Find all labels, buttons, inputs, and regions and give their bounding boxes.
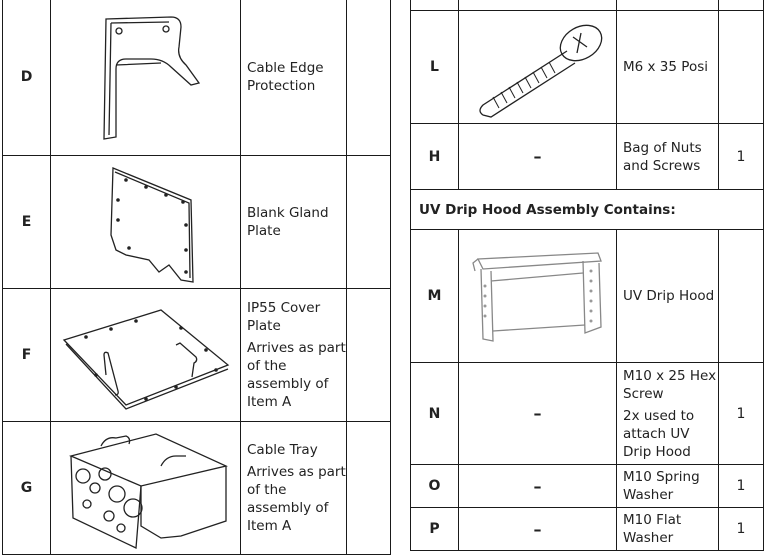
item-image bbox=[50, 155, 241, 289]
ip55-cover-plate-icon bbox=[62, 309, 229, 410]
parts-table-left: D Cable Edge Protection E bbox=[2, 0, 391, 555]
item-code: M bbox=[410, 229, 459, 363]
no-image-dash: – bbox=[458, 507, 617, 551]
table-row: F IP55 Cover Plate Arrives as part of th… bbox=[2, 288, 391, 422]
item-quantity bbox=[346, 288, 391, 422]
item-description: M10 Spring Washer bbox=[616, 464, 719, 508]
item-description: Blank Gland Plate bbox=[240, 155, 347, 289]
uv-drip-hood-icon bbox=[471, 252, 602, 342]
item-description: Cable Tray Arrives as part of the assemb… bbox=[240, 421, 347, 555]
item-description: IP55 Cover Plate Arrives as part of the … bbox=[240, 288, 347, 422]
item-code: H bbox=[410, 123, 459, 190]
item-quantity bbox=[346, 421, 391, 555]
item-image bbox=[50, 0, 241, 156]
item-quantity: 1 bbox=[718, 362, 764, 465]
item-description: M6 x 35 Posi bbox=[616, 10, 719, 124]
parts-table-right: L M6 x 35 Posi H – bbox=[410, 0, 764, 551]
cable-tray-icon bbox=[68, 432, 228, 549]
table-row: G Cable Tray Arrives as part of the asse… bbox=[2, 421, 391, 555]
no-image-dash: – bbox=[458, 464, 617, 508]
table-row: P – M10 Flat Washer 1 bbox=[410, 507, 764, 551]
item-description: M10 Flat Washer bbox=[616, 507, 719, 551]
section-header-row: UV Drip Hood Assembly Contains: bbox=[410, 189, 764, 230]
item-image bbox=[458, 10, 617, 124]
item-image bbox=[50, 288, 241, 422]
no-image-dash: – bbox=[458, 362, 617, 465]
table-row: D Cable Edge Protection bbox=[2, 0, 391, 156]
table-row: O – M10 Spring Washer 1 bbox=[410, 464, 764, 508]
item-description: Bag of Nuts and Screws bbox=[616, 123, 719, 190]
screw-icon bbox=[478, 24, 602, 118]
item-code: F bbox=[2, 288, 51, 422]
table-row: L M6 x 35 Posi bbox=[410, 10, 764, 124]
table-row: H – Bag of Nuts and Screws 1 bbox=[410, 123, 764, 190]
item-quantity: 1 bbox=[718, 123, 764, 190]
item-quantity bbox=[346, 0, 391, 156]
item-image bbox=[458, 229, 617, 363]
item-code: G bbox=[2, 421, 51, 555]
item-quantity bbox=[718, 229, 764, 363]
section-header: UV Drip Hood Assembly Contains: bbox=[410, 189, 764, 230]
item-description: Cable Edge Protection bbox=[240, 0, 347, 156]
blank-gland-plate-icon bbox=[109, 166, 194, 283]
item-code: E bbox=[2, 155, 51, 289]
table-row: N – M10 x 25 Hex Screw 2x used to attach… bbox=[410, 362, 764, 465]
item-quantity bbox=[346, 155, 391, 289]
table-row bbox=[410, 0, 764, 11]
table-row: E Blank Gland Plate bbox=[2, 155, 391, 289]
item-code: O bbox=[410, 464, 459, 508]
item-quantity: 1 bbox=[718, 507, 764, 551]
item-description: M10 x 25 Hex Screw 2x used to attach UV … bbox=[616, 362, 719, 465]
item-image bbox=[50, 421, 241, 555]
item-code: N bbox=[410, 362, 459, 465]
item-code: L bbox=[410, 10, 459, 124]
item-quantity bbox=[718, 10, 764, 124]
cable-edge-protection-icon bbox=[102, 16, 200, 140]
item-quantity: 1 bbox=[718, 464, 764, 508]
item-description: UV Drip Hood bbox=[616, 229, 719, 363]
table-row: M UV Drip Hood bbox=[410, 229, 764, 363]
item-code: D bbox=[2, 0, 51, 156]
no-image-dash: – bbox=[458, 123, 617, 190]
item-code: P bbox=[410, 507, 459, 551]
